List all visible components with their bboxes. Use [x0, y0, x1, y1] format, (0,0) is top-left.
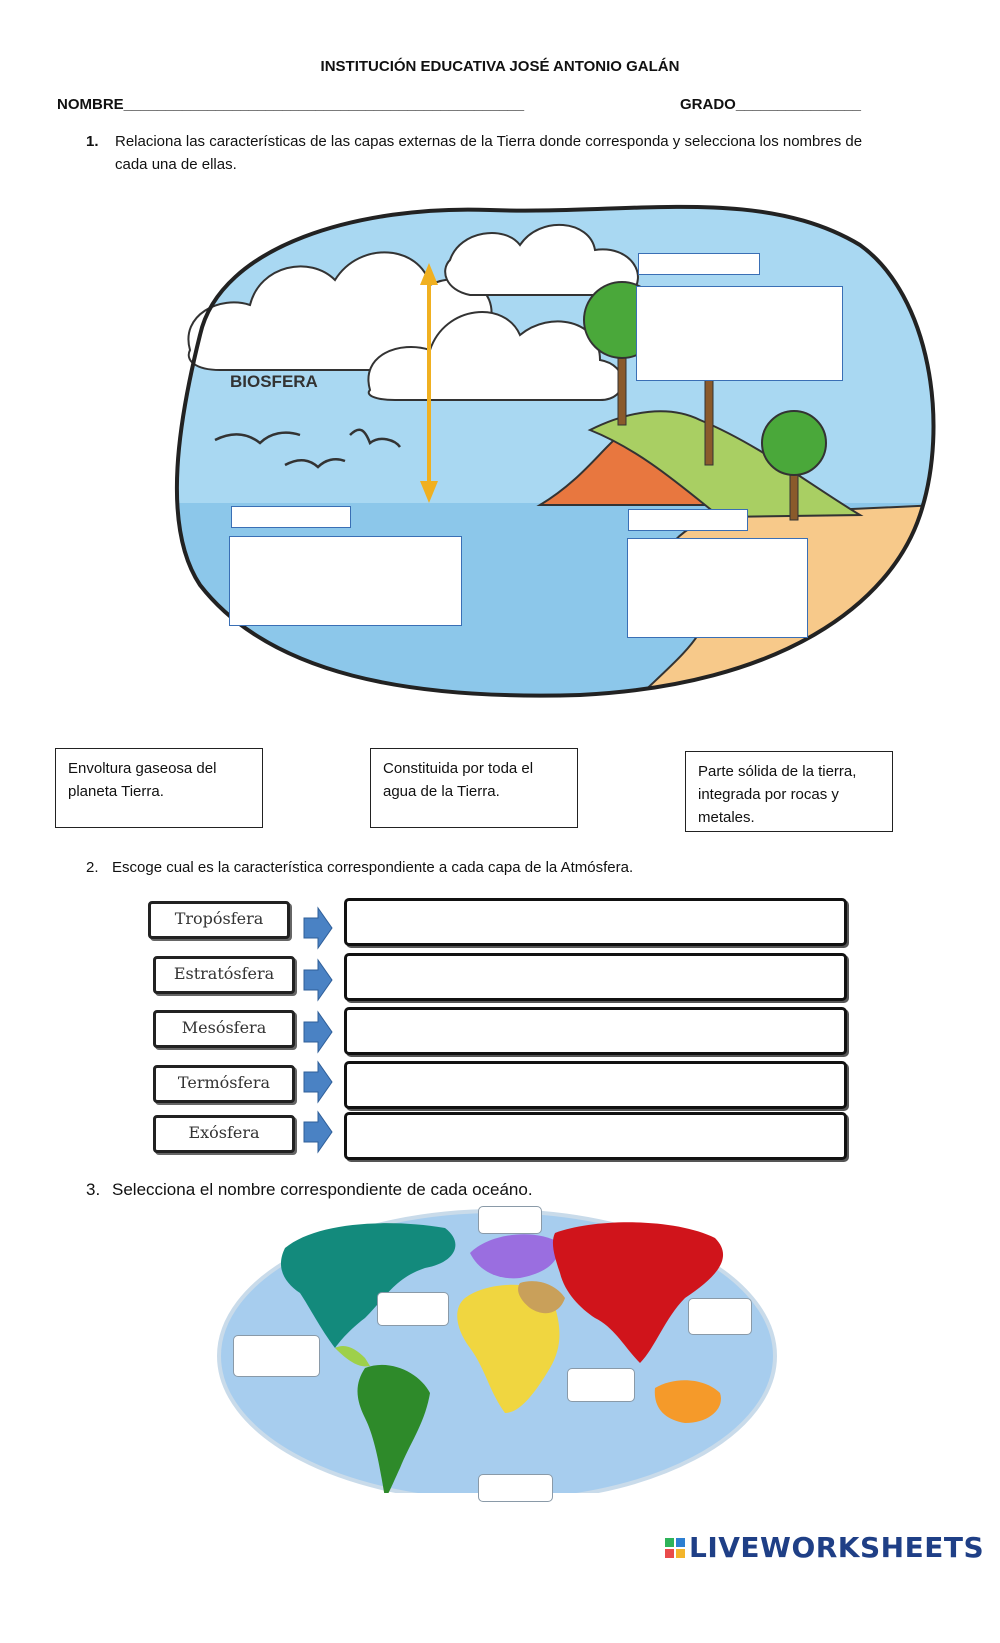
layer-answer-stratosphere[interactable]	[344, 953, 847, 1001]
logo-text: LIVEWORKSHEETS	[689, 1531, 985, 1564]
layer-answer-mesosphere[interactable]	[344, 1007, 847, 1055]
liveworksheets-logo: LIVEWORKSHEETS	[665, 1531, 984, 1564]
answer-name-atmosphere[interactable]	[628, 509, 748, 531]
question1-text: Relaciona las características de las cap…	[115, 130, 935, 176]
asia	[552, 1222, 724, 1363]
middle-east	[518, 1281, 565, 1314]
answer-description-lithosphere[interactable]	[636, 286, 843, 381]
earth-layers-illustration	[174, 204, 936, 698]
layer-label-troposphere: Tropósfera	[148, 901, 290, 939]
birds	[214, 428, 402, 469]
africa	[457, 1284, 560, 1413]
arrow-right-icon	[303, 1060, 333, 1104]
biosphere-arrow	[420, 263, 438, 503]
layer-answer-thermosphere[interactable]	[344, 1061, 847, 1109]
question2-text: Escoge cual es la característica corresp…	[112, 859, 634, 876]
arrow-right-icon	[303, 906, 333, 950]
logo-icon	[665, 1537, 685, 1558]
europe	[470, 1234, 560, 1279]
layer-label-mesosphere: Mesósfera	[153, 1010, 295, 1048]
layer-label-thermosphere: Termósfera	[153, 1065, 295, 1103]
layer-answer-exosphere[interactable]	[344, 1112, 847, 1160]
ocean-answer-arctic[interactable]	[478, 1206, 542, 1234]
description-card-hydrosphere[interactable]: Constituida por toda el agua de la Tierr…	[370, 748, 578, 828]
question1-text-line2: cada una de ellas.	[115, 156, 237, 173]
answer-name-hydrosphere[interactable]	[231, 506, 351, 528]
central-america	[335, 1346, 370, 1367]
grade-field-label: GRADO_______________	[680, 96, 861, 113]
illustration-border	[174, 204, 936, 698]
arrow-right-icon	[303, 958, 333, 1002]
ocean-answer-atlantic[interactable]	[377, 1292, 449, 1326]
question2-number: 2.	[86, 859, 99, 876]
question1-number: 1.	[86, 133, 99, 150]
south-america	[357, 1364, 430, 1498]
description-card-atmosphere[interactable]: Envoltura gaseosa del planeta Tierra.	[55, 748, 263, 828]
name-field-label: NOMBRE__________________________________…	[57, 96, 525, 113]
arrow-right-icon	[303, 1010, 333, 1054]
ocean-answer-indian[interactable]	[567, 1368, 635, 1402]
answer-description-hydrosphere[interactable]	[229, 536, 462, 626]
answer-name-lithosphere[interactable]	[638, 253, 760, 275]
north-america	[280, 1223, 456, 1348]
question3-number: 3.	[86, 1180, 101, 1199]
layer-label-exosphere: Exósfera	[153, 1115, 295, 1153]
arrow-right-icon	[303, 1110, 333, 1154]
layer-label-stratosphere: Estratósfera	[153, 956, 295, 994]
answer-description-atmosphere[interactable]	[627, 538, 808, 638]
world-map	[215, 1209, 780, 1503]
arrow-icons	[303, 906, 333, 1154]
description-card-lithosphere[interactable]: Parte sólida de la tierra, integrada por…	[685, 751, 893, 832]
question1-text-line1: Relaciona las características de las cap…	[115, 133, 863, 150]
question3-text: Selecciona el nombre correspondiente de …	[112, 1180, 533, 1199]
australia	[654, 1380, 721, 1423]
ocean-answer-pacific-east[interactable]	[233, 1335, 320, 1377]
layer-answer-troposphere[interactable]	[344, 898, 847, 946]
ocean-answer-pacific-west[interactable]	[688, 1298, 752, 1335]
institution-title: INSTITUCIÓN EDUCATIVA JOSÉ ANTONIO GALÁN	[320, 58, 680, 75]
biosphere-label: BIOSFERA	[228, 372, 320, 392]
ocean-answer-antarctic[interactable]	[478, 1474, 553, 1502]
